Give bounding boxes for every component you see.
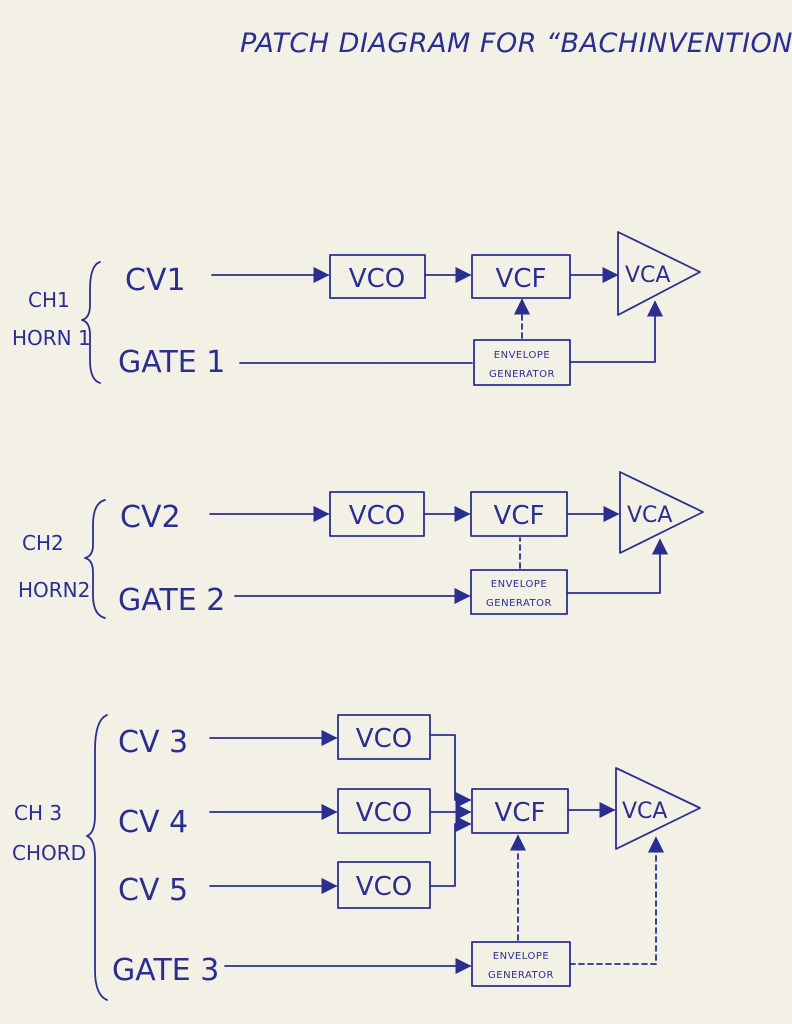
vca-1-triangle [617,231,701,316]
vca-3-label: VCA [622,799,667,824]
vcf-3-box [471,788,569,834]
vco-2-label: VCO [349,501,405,531]
channel-3-brace [86,714,108,1001]
channel-3-voice: CHORD [12,841,86,865]
vco-1-box [329,254,426,299]
env-gen-2-line2: GENERATOR [486,598,552,609]
vcf-2-label: VCF [494,501,545,531]
env3-to-vca-wire [569,836,665,965]
channel-1-brace [81,261,101,384]
channel-1-group: CH1 HORN 1 CV1 VCO VCF VCA GATE 1 ENVELO… [12,231,701,386]
channel-1-name: CH1 [28,288,70,312]
vco-1-label: VCO [349,264,405,294]
channel-2-name: CH2 [22,531,64,555]
cv3-label: CV 3 [118,725,188,760]
channel-3-group: CH 3 CHORD CV 3 VCO CV 4 VCO CV 5 VCO VC… [12,714,701,1001]
env-gen-3-line2: GENERATOR [488,970,554,981]
env-gen-3-line1: ENVELOPE [493,951,549,962]
channel-1-voice: HORN 1 [12,326,91,350]
channel-2-voice: HORN2 [18,578,90,602]
env-gen-2-box [470,569,568,615]
channel-3-name: CH 3 [14,801,62,825]
vca-3-triangle [615,767,701,850]
vco-3-label: VCO [356,724,412,754]
vcf-3-label: VCF [495,798,546,828]
cv1-label: CV1 [125,263,186,298]
vco-5-box [337,861,431,909]
vco-3-box [337,714,431,760]
vco3-to-vcf-wire [429,734,472,809]
env-gen-2-line1: ENVELOPE [491,579,547,590]
vco5-to-vcf-wire [429,815,472,887]
diagram-title: PATCH DIAGRAM FOR “BACHINVENTION 1” [240,28,792,59]
vcf-1-box [471,254,571,299]
channel-2-group: CH2 HORN2 CV2 VCO VCF VCA GATE 2 ENVELOP… [18,471,704,619]
vca-2-triangle [619,471,704,554]
vcf-1-label: VCF [496,264,547,294]
env2-to-vca-wire [566,538,669,594]
vco-5-label: VCO [356,872,412,902]
vca-2-label: VCA [627,503,672,528]
channel-2-brace [84,499,106,619]
gate3-label: GATE 3 [112,953,219,988]
vco-4-box [337,788,431,834]
cv2-label: CV2 [120,500,181,535]
env1-to-vca-wire [569,300,664,363]
env-gen-1-line2: GENERATOR [489,369,555,380]
vca-1-label: VCA [625,263,670,288]
vco-4-label: VCO [356,798,412,828]
gate2-label: GATE 2 [118,583,225,618]
gate1-label: GATE 1 [118,345,225,380]
cv4-label: CV 4 [118,805,188,840]
env-gen-1-line1: ENVELOPE [494,350,550,361]
cv5-label: CV 5 [118,873,188,908]
